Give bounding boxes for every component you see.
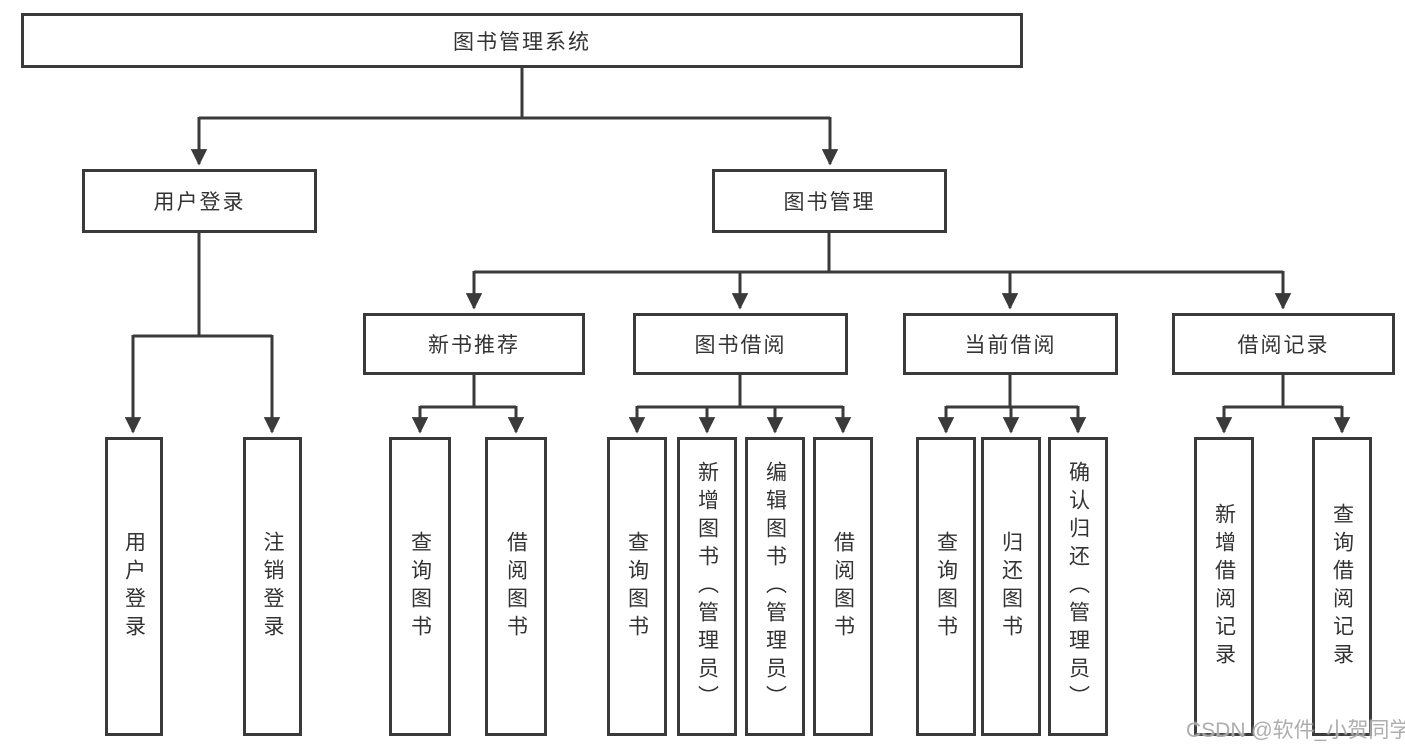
leaf-user-login: 用户登录 (105, 437, 163, 736)
node-book-management: 图书管理 (712, 169, 947, 233)
leaf-current-query-books: 查询图书 (916, 437, 976, 736)
leaf-label: 查询借阅记录 (1330, 502, 1354, 671)
node-user-login: 用户登录 (82, 169, 317, 233)
node-new-book-recommend: 新书推荐 (363, 313, 585, 375)
leaf-confirm-return-admin: 确认归还（管理员） (1048, 437, 1108, 736)
node-label: 图书管理 (783, 191, 876, 214)
leaf-label: 用户登录 (122, 530, 146, 643)
leaf-borrow-query-books: 查询图书 (607, 437, 667, 736)
node-borrow-records: 借阅记录 (1172, 313, 1395, 375)
leaf-logout: 注销登录 (243, 437, 302, 736)
leaf-add-borrow-record: 新增借阅记录 (1194, 437, 1254, 736)
leaf-recommend-borrow-books: 借阅图书 (485, 437, 547, 736)
leaf-add-books-admin: 新增图书（管理员） (677, 437, 737, 736)
leaf-query-borrow-record: 查询借阅记录 (1312, 437, 1372, 736)
leaf-label: 新增图书（管理员） (695, 460, 719, 713)
node-book-borrow: 图书借阅 (633, 313, 848, 375)
node-library-management-system: 图书管理系统 (21, 13, 1023, 68)
leaf-return-books: 归还图书 (981, 437, 1041, 736)
leaf-label: 借阅图书 (831, 530, 855, 643)
node-current-borrow: 当前借阅 (903, 313, 1118, 375)
node-label: 图书借阅 (694, 334, 787, 357)
leaf-borrow-books: 借阅图书 (813, 437, 873, 736)
leaf-label: 归还图书 (999, 530, 1023, 643)
leaf-label: 查询图书 (625, 530, 649, 643)
node-label: 用户登录 (153, 191, 246, 214)
leaf-label: 查询图书 (408, 530, 432, 643)
leaf-label: 借阅图书 (504, 530, 528, 643)
leaf-edit-books-admin: 编辑图书（管理员） (745, 437, 805, 736)
leaf-label: 新增借阅记录 (1212, 502, 1236, 671)
leaf-recommend-query-books: 查询图书 (389, 437, 451, 736)
leaf-label: 编辑图书（管理员） (763, 460, 787, 713)
node-label: 当前借阅 (964, 334, 1057, 357)
leaf-label: 查询图书 (934, 530, 958, 643)
node-label: 图书管理系统 (453, 30, 591, 54)
node-label: 借阅记录 (1237, 334, 1330, 357)
leaf-label: 确认归还（管理员） (1066, 460, 1090, 713)
node-label: 新书推荐 (428, 334, 520, 357)
leaf-label: 注销登录 (261, 530, 284, 643)
